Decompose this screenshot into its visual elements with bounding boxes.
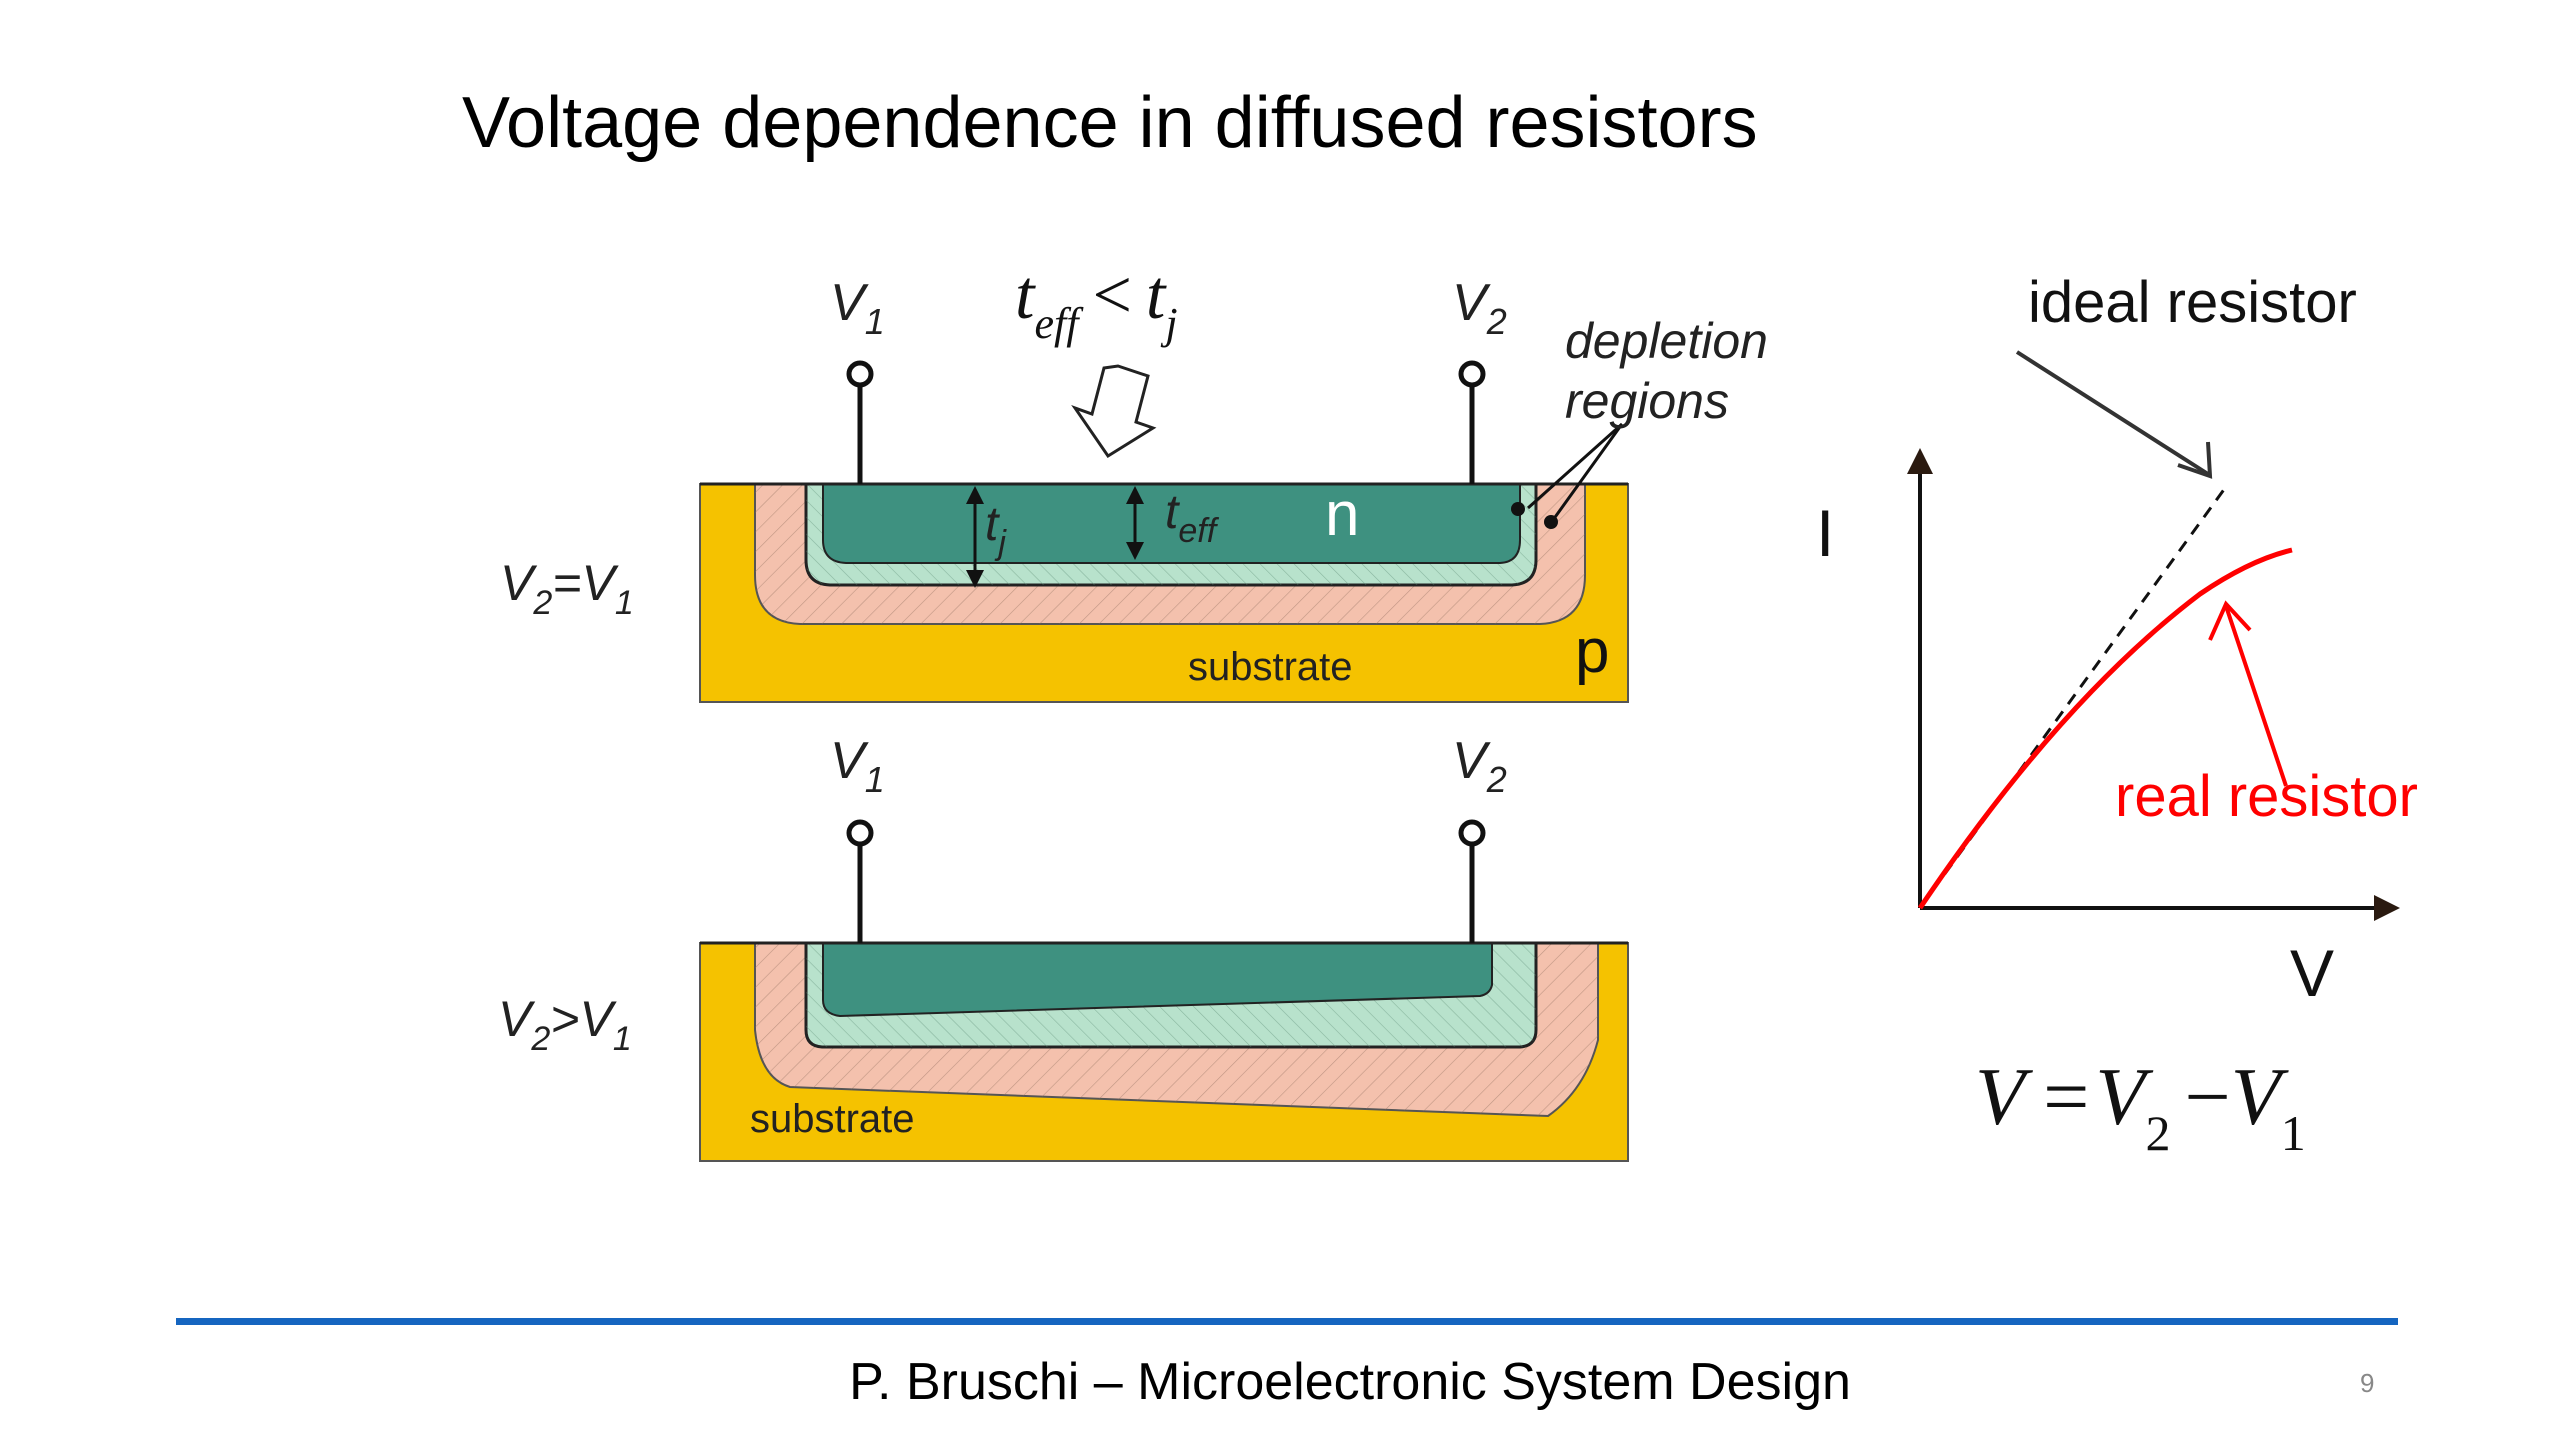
- y-axis-arrow-icon: [1907, 448, 1933, 474]
- v2-label-bottom: V2: [1452, 732, 1507, 800]
- condition-equal-label: V2=V1: [500, 555, 634, 622]
- depletion-label: depletion: [1565, 313, 1768, 369]
- p-label: p: [1575, 617, 1609, 686]
- substrate-label-top: substrate: [1188, 645, 1353, 689]
- iv-graph: [1907, 350, 2400, 921]
- x-axis-arrow-icon: [2374, 895, 2400, 921]
- terminal-v1: [846, 360, 874, 388]
- regions-label: regions: [1565, 373, 1729, 429]
- terminal-v2: [1458, 819, 1486, 847]
- footer-author: P. Bruschi – Microelectronic System Desi…: [849, 1353, 1851, 1411]
- ideal-resistor-label: ideal resistor: [2028, 270, 2357, 335]
- hollow-arrow-icon: [1071, 364, 1157, 459]
- real-pointer-arrow: [2224, 605, 2288, 787]
- terminal-v2: [1458, 360, 1486, 388]
- real-resistor-label: real resistor: [2115, 764, 2418, 829]
- v1-label-bottom: V1: [830, 732, 885, 800]
- teff-label: teff: [1165, 486, 1220, 550]
- tj-label: tj: [985, 498, 1007, 562]
- page-number: 9: [2360, 1368, 2375, 1398]
- slide-title: Voltage dependence in diffused resistors: [462, 83, 1758, 163]
- n-label: n: [1325, 480, 1359, 549]
- cross-section-greater: [699, 819, 1629, 1162]
- footer-divider: [176, 1318, 2398, 1325]
- n-neutral-region: [822, 483, 1521, 564]
- voltage-equation: V=V2−V1: [1975, 1051, 2306, 1161]
- ideal-pointer-arrow: [2015, 350, 2210, 476]
- condition-greater-label: V2>V1: [498, 991, 632, 1058]
- x-axis-label: V: [2290, 936, 2334, 1010]
- n-neutral-region: [822, 942, 1493, 1018]
- cross-section-equal: [699, 360, 1629, 703]
- v1-label-top: V1: [830, 274, 885, 342]
- substrate-label-bottom: substrate: [750, 1097, 915, 1141]
- terminal-v1: [846, 819, 874, 847]
- y-axis-label: I: [1816, 496, 1834, 570]
- v2-label-top: V2: [1452, 274, 1507, 342]
- inequality-label: teff<tj: [1015, 257, 1178, 348]
- real-curve: [1917, 547, 2293, 910]
